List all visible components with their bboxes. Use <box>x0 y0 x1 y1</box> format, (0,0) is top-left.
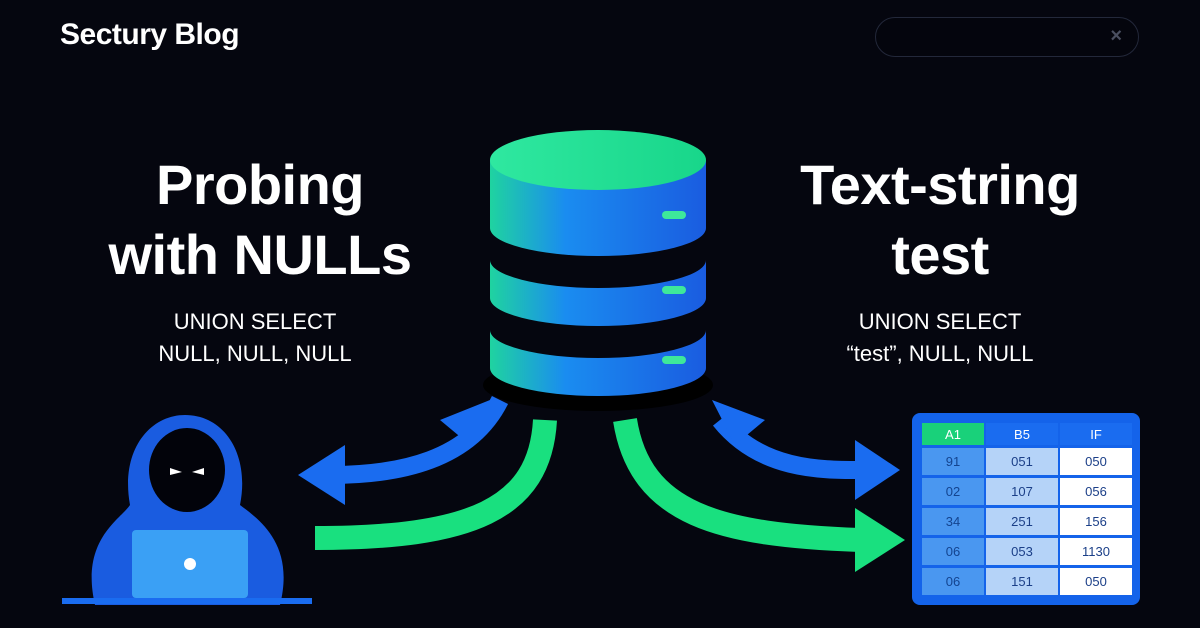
green-arrow-right <box>613 417 861 552</box>
table-cell: 06 <box>922 568 984 595</box>
table-cell: 056 <box>1060 478 1132 505</box>
left-code-line1: UNION SELECT <box>173 309 337 334</box>
result-table: A1 B5 IF 91 051 050 02 107 056 34 251 15… <box>912 413 1140 605</box>
table-cell: 156 <box>1060 508 1132 535</box>
search-input[interactable]: × <box>875 17 1139 57</box>
table-cell: 107 <box>986 478 1058 505</box>
left-code: UNION SELECT NULL, NULL, NULL <box>105 306 405 370</box>
table-cell: 053 <box>986 538 1058 565</box>
left-code-line2: NULL, NULL, NULL <box>158 341 352 366</box>
left-title-line2: with NULLs <box>108 223 412 286</box>
table-header: B5 <box>986 423 1058 445</box>
blog-logo[interactable]: Sectury Blog <box>60 18 240 51</box>
table-header: IF <box>1060 423 1132 445</box>
green-arrow-left <box>314 419 557 550</box>
blue-arrow-left-head <box>298 445 345 505</box>
table-cell: 051 <box>986 448 1058 475</box>
green-arrow-right-head <box>855 508 905 572</box>
table-cell: 151 <box>986 568 1058 595</box>
table-cell: 050 <box>1060 448 1132 475</box>
table-cell: 06 <box>922 538 984 565</box>
right-title: Text-string test <box>740 150 1140 290</box>
blue-arrow-left-head-top <box>440 400 490 445</box>
right-title-line1: Text-string <box>800 153 1080 216</box>
right-code: UNION SELECT “test”, NULL, NULL <box>790 306 1090 370</box>
table-cell: 1130 <box>1060 538 1132 565</box>
hacker-icon <box>62 415 312 605</box>
table-header: A1 <box>922 423 984 445</box>
table-cell: 050 <box>1060 568 1132 595</box>
database-icon <box>483 130 713 411</box>
right-code-line2: “test”, NULL, NULL <box>846 341 1034 366</box>
right-code-line1: UNION SELECT <box>858 309 1022 334</box>
table-cell: 34 <box>922 508 984 535</box>
table-cell: 91 <box>922 448 984 475</box>
right-title-line2: test <box>891 223 989 286</box>
left-title: Probing with NULLs <box>60 150 460 290</box>
blue-arrow-right-head <box>855 440 900 500</box>
blue-arrow-left <box>329 395 509 484</box>
close-icon[interactable]: × <box>1110 25 1122 47</box>
table-cell: 251 <box>986 508 1058 535</box>
left-title-line1: Probing <box>155 153 365 216</box>
table-cell: 02 <box>922 478 984 505</box>
blue-arrow-right-head-top <box>712 400 765 445</box>
